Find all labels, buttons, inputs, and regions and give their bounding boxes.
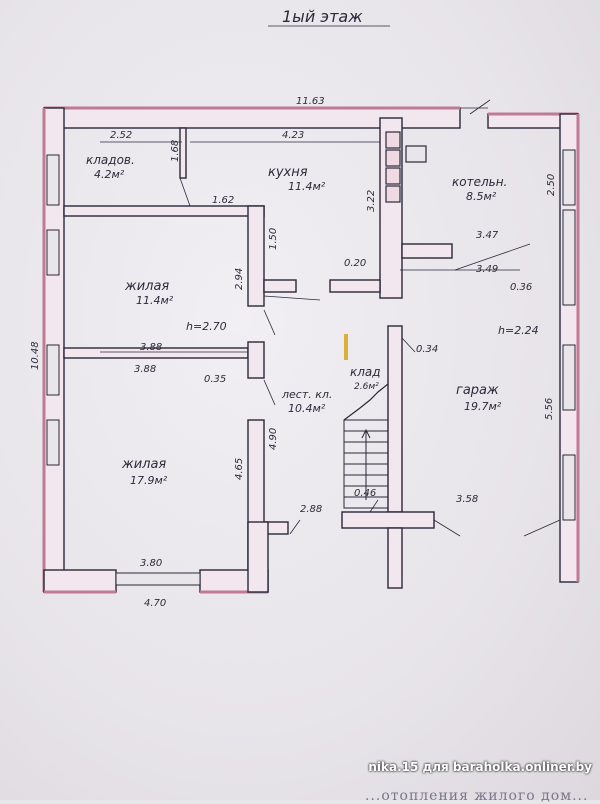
- room-boiler-area: 8.5м²: [466, 190, 497, 203]
- room-garage-name: гараж: [456, 383, 499, 398]
- dim-036: 0.36: [510, 282, 532, 293]
- room-storage-name: кладов.: [86, 153, 135, 167]
- room-closet-area: 2.6м²: [354, 382, 379, 392]
- room-living2-name: жилая: [121, 457, 166, 472]
- room-living1-height: h=2.70: [186, 320, 227, 333]
- dim-035: 0.35: [204, 374, 226, 385]
- dim-162: 1.62: [212, 195, 234, 206]
- room-living2-area: 17.9м²: [130, 474, 168, 487]
- room-closet-name: клад: [350, 365, 381, 379]
- dim-490: 4.90: [268, 428, 279, 450]
- dim-046: 0.46: [354, 488, 376, 499]
- dim-288: 2.88: [300, 504, 322, 515]
- dim-034: 0.34: [416, 344, 438, 355]
- room-boiler-name: котельн.: [452, 175, 507, 189]
- dim-347: 3.47: [476, 230, 499, 241]
- dimension-lines: [100, 99, 561, 537]
- room-kitchen-area: 11.4м²: [288, 180, 326, 193]
- dim-total-width: 11.63: [296, 96, 325, 107]
- vertical-dimension-labels: 10.48 1.68 3.22 2.50 1.50 2.94 4.90 4.65…: [30, 140, 557, 480]
- room-storage-area: 4.2м²: [94, 168, 125, 181]
- plan-title: 1ый этаж: [282, 7, 363, 26]
- dim-358: 3.58: [456, 494, 478, 505]
- room-stairs-name: лест. кл.: [281, 388, 332, 401]
- window-marks: [46, 149, 576, 586]
- room-stairs-area: 10.4м²: [288, 402, 326, 415]
- dim-250: 2.50: [546, 174, 557, 196]
- dim-total-height: 10.48: [30, 341, 41, 370]
- dim-423: 4.23: [282, 130, 304, 141]
- dim-322: 3.22: [366, 190, 377, 212]
- dim-556: 5.56: [544, 398, 555, 420]
- bottom-cut-text: ...отопления жилого дом...: [365, 788, 589, 804]
- watermark-text: nika.15 для baraholka.onliner.by: [368, 760, 592, 774]
- chimney: [385, 131, 427, 203]
- room-living1-area: 11.4м²: [136, 294, 174, 307]
- dim-349: 3.49: [476, 264, 498, 275]
- dim-020: 0.20: [344, 258, 366, 269]
- dim-388-bottom: 3.88: [134, 364, 156, 375]
- staircase: [343, 383, 389, 509]
- dimension-labels: 11.63 2.52 4.23 1.62 0.20 3.47 3.49 0.36…: [110, 96, 532, 609]
- dim-294: 2.94: [234, 268, 245, 290]
- closet-door: [344, 334, 348, 360]
- room-garage-area: 19.7м²: [464, 400, 502, 413]
- dim-380: 3.80: [140, 558, 162, 569]
- room-kitchen-name: кухня: [268, 165, 308, 180]
- dim-470: 4.70: [144, 598, 166, 609]
- room-garage-height: h=2.24: [498, 324, 539, 337]
- dim-465: 4.65: [234, 458, 245, 480]
- dim-388-top: 3.88: [140, 342, 162, 353]
- room-living1-name: жилая: [124, 279, 169, 294]
- dim-168: 1.68: [170, 140, 181, 162]
- dim-252: 2.52: [110, 130, 132, 141]
- dim-150: 1.50: [268, 228, 279, 250]
